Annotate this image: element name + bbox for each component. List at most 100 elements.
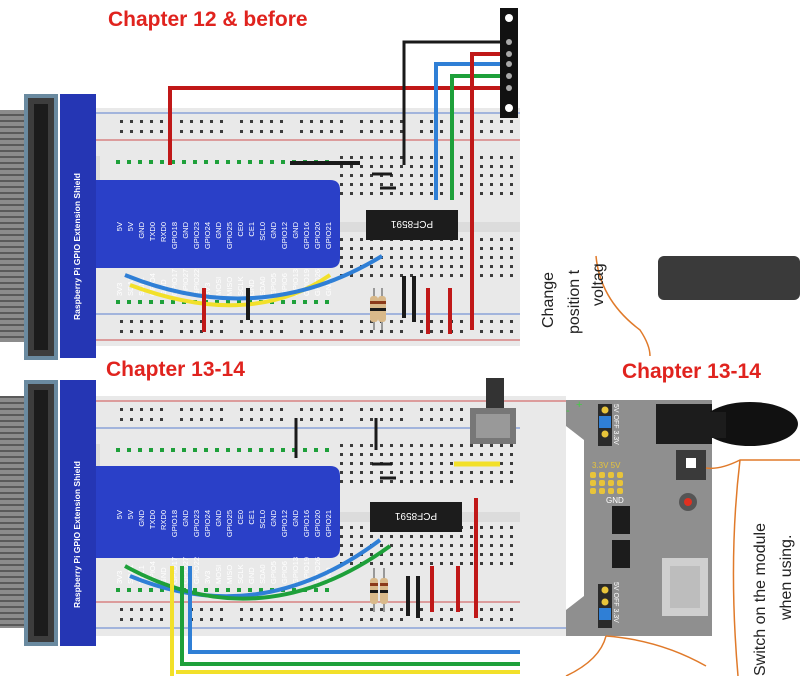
pin-label: GND <box>291 221 300 238</box>
pin-label: GPIO27 <box>181 557 190 584</box>
header-pin <box>590 488 596 494</box>
header-pin <box>303 448 307 452</box>
pin-label: GND <box>324 279 333 296</box>
top-panel: 5V3V35VSDA1GNDSCL1TXD0GPIO4RXD0GNDGPIO18… <box>0 8 520 360</box>
pin-label: CE1 <box>247 222 256 237</box>
header-pin <box>215 300 219 304</box>
pin-label-bottom: 5V OFF 3.3V <box>612 582 619 623</box>
resistor <box>370 288 386 330</box>
pin-label: MISO <box>225 277 234 296</box>
pin-label: GND <box>214 221 223 238</box>
gnd-label: GND <box>606 496 624 505</box>
pin-label: GPIO17 <box>170 269 179 296</box>
header-pin <box>182 448 186 452</box>
header-pin <box>226 300 230 304</box>
pin-label: 5V <box>126 510 135 519</box>
pin-label: MISO <box>225 565 234 584</box>
pcf8591-chip: PCF8591 <box>366 210 458 240</box>
pin-label: SCLK <box>236 564 245 584</box>
pin-label: TXD0 <box>148 222 157 241</box>
header-pin <box>138 588 142 592</box>
header-pin <box>215 448 219 452</box>
wire-green <box>180 566 520 666</box>
pin-label: GND <box>324 567 333 584</box>
pin-label: GPIO18 <box>170 510 179 537</box>
header-pin <box>292 588 296 592</box>
header-pin <box>237 448 241 452</box>
header-pin <box>259 448 263 452</box>
header-pin <box>325 300 329 304</box>
gpio-extension-shield <box>60 94 340 358</box>
header-pin <box>138 300 142 304</box>
svg-text:+: + <box>576 399 582 411</box>
pin-label: GPIO24 <box>203 510 212 537</box>
pin-label: 3V3 <box>115 283 124 296</box>
wire-blue <box>124 254 384 301</box>
pin-label: GPIO13 <box>291 269 300 296</box>
header-pin <box>215 160 219 164</box>
pin-label: MOSI <box>214 277 223 296</box>
barrel-jack <box>658 256 800 300</box>
shield-name: Raspberry Pi GPIO Extension Shield <box>72 461 82 608</box>
pin-label: 3V3 <box>203 283 212 296</box>
pin-label: RXD0 <box>159 222 168 242</box>
pin-label: 5V <box>126 222 135 231</box>
header-pin <box>590 472 596 478</box>
note-change-line3: voltag <box>590 263 607 306</box>
pin-label: GPIO12 <box>280 222 289 249</box>
header-pin <box>281 300 285 304</box>
pin-label: GND <box>181 221 190 238</box>
header-pin <box>617 488 623 494</box>
pin-label: GPIO25 <box>225 510 234 537</box>
header-pin <box>149 448 153 452</box>
pin-label: GPIO20 <box>313 510 322 537</box>
pin-label: 5V <box>115 222 124 231</box>
header-pin <box>127 160 131 164</box>
pin-label: TXD0 <box>148 510 157 529</box>
pin-label: RXD0 <box>159 510 168 530</box>
header-pin <box>160 300 164 304</box>
header-pin <box>193 160 197 164</box>
note-switch-line2: when using. <box>778 534 795 620</box>
pin-label: GPIO13 <box>291 557 300 584</box>
pin-label: GPIO27 <box>181 269 190 296</box>
pin-label: GPIO21 <box>324 510 333 537</box>
pin-label: GPIO6 <box>280 273 289 296</box>
header-pin <box>237 300 241 304</box>
pin-label: GND <box>247 567 256 584</box>
header-pin <box>314 448 318 452</box>
module-connector <box>500 8 518 118</box>
header-pin <box>149 300 153 304</box>
header-pin <box>303 300 307 304</box>
chip-label: PCF8591 <box>394 510 437 521</box>
header-pin <box>617 472 623 478</box>
header-pins <box>590 472 623 494</box>
header-pin <box>127 588 131 592</box>
pin-label: GPIO22 <box>192 269 201 296</box>
header-pin <box>325 448 329 452</box>
chapter-title-module: Chapter 13-14 <box>622 360 761 383</box>
note-change-line2: position t <box>566 269 583 334</box>
pin-label: SCL0 <box>258 222 267 241</box>
pin-label: GND <box>137 509 146 526</box>
pin-label: GPIO19 <box>302 557 311 584</box>
header-pin <box>204 160 208 164</box>
header-pin <box>608 480 614 486</box>
pin-label: GPIO20 <box>313 222 322 249</box>
gpio-extension-shield <box>60 380 340 646</box>
pin-label: GND <box>137 221 146 238</box>
wire-blue <box>129 538 382 599</box>
callout-line <box>705 459 800 470</box>
pin-label: GPIO5 <box>269 561 278 584</box>
resistor <box>370 568 388 612</box>
pin-label: CE0 <box>236 510 245 525</box>
pin-label: GND <box>269 509 278 526</box>
pin-label: SDA1 <box>126 564 135 584</box>
pin-label: GPIO23 <box>192 510 201 537</box>
header-pin <box>314 588 318 592</box>
header-pin <box>171 160 175 164</box>
pin-label: GPIO16 <box>302 510 311 537</box>
pin-label: GND <box>291 509 300 526</box>
header-pin <box>193 448 197 452</box>
header-pin <box>325 588 329 592</box>
